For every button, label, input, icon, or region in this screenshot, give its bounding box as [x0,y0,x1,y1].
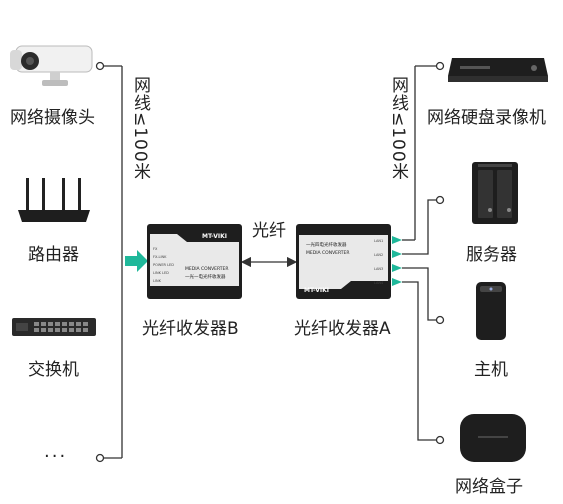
transceiver-b-label: 光纤收发器B [142,314,239,339]
nvr-label: 网络硬盘录像机 [427,103,546,128]
transceiver-a-brand: MT-VIKI [304,287,329,294]
host-label: 主机 [474,355,508,380]
transceiver-a-port-label: LAN1 [374,239,383,243]
left-cable-length-label: 网线≤100米 [130,76,150,181]
transceiver-b-subtitle: 一光一电光纤收发器 [185,273,226,280]
right-cable-length-label: 网线≤100米 [388,76,408,181]
switch-icon [12,316,96,338]
transceiver-a-device: MT-VIKI MEDIA CONVERTER 一光四电光纤收发器 LAN1 L… [296,224,391,299]
transceiver-b-port-label: FX-LINK [153,255,167,259]
transceiver-b-port-label: LINK LED [153,271,169,275]
transceiver-b-port-label: POWER LED [153,263,174,267]
transceiver-a-port-label: LAN2 [374,253,383,257]
camera-icon [10,40,95,92]
output-port-arrows [392,236,402,286]
network-box-label: 网络盒子 [455,472,523,497]
camera-label: 网络摄像头 [10,103,95,128]
transceiver-b-port-label: FX [153,247,158,251]
transceiver-b-device: MT-VIKI MEDIA CONVERTER 一光一电光纤收发器 FX FX-… [147,224,242,299]
switch-label: 交换机 [28,355,79,380]
input-arrow [125,250,148,272]
server-label: 服务器 [466,240,517,265]
router-icon [14,178,94,226]
server-icon [470,160,520,226]
nvr-icon [448,54,548,84]
more-devices-ellipsis: ··· [44,446,67,467]
transceiver-a-subtitle: 一光四电光纤收发器 [306,241,347,248]
transceiver-a-label: 光纤收发器A [294,314,391,339]
transceiver-a-port-label: LAN3 [374,267,383,271]
transceiver-a-port-label: LAN4 [374,281,384,285]
fiber-label: 光纤 [252,216,286,241]
transceiver-b-brand: MT-VIKI [202,233,227,240]
transceiver-b-port-label: LINK [153,279,162,283]
transceiver-a-title: MEDIA CONVERTER [306,250,350,256]
network-box-icon [458,412,528,464]
transceiver-b-title: MEDIA CONVERTER [185,266,229,272]
left-bus-line [97,63,123,462]
router-label: 路由器 [28,240,79,265]
host-icon [474,280,508,342]
